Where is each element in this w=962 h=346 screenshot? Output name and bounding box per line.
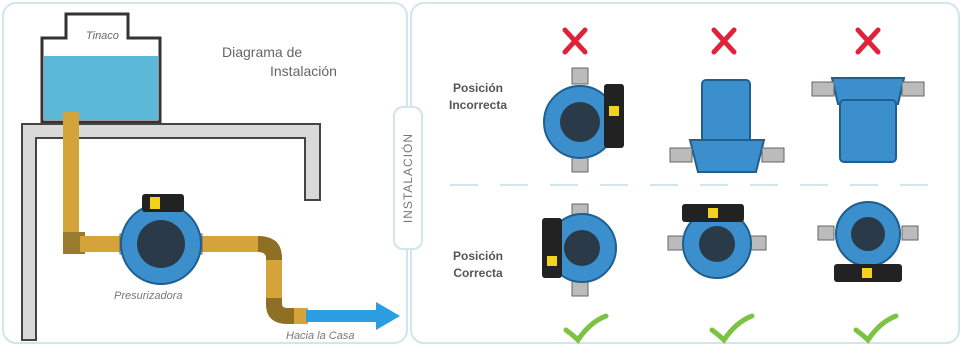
pump-illustration [119, 194, 203, 285]
water-level [44, 56, 158, 120]
correct-pump-2 [667, 204, 767, 279]
x-mark-icon [855, 27, 881, 55]
check-mark-icon [709, 313, 755, 344]
correct-pump-3 [817, 201, 919, 282]
house-direction-label: Hacia la Casa [286, 330, 355, 342]
tank-label: Tinaco [86, 30, 119, 42]
diagram-title-line1: Diagrama de [222, 44, 303, 60]
tank-stand [21, 123, 321, 341]
incorrect-pump-2 [669, 79, 785, 173]
incorrect-pump-3 [811, 77, 925, 163]
installation-tab: INSTALACIÓN [393, 106, 423, 250]
incorrect-pump-1 [543, 67, 624, 173]
diagram-title: Diagrama de Instalación [222, 43, 337, 81]
x-mark-icon [711, 27, 737, 55]
flow-arrow [306, 302, 400, 330]
water-tank [40, 12, 162, 124]
installation-tab-label: INSTALACIÓN [401, 132, 415, 224]
x-mark-icon [562, 27, 588, 55]
check-mark-icon [853, 313, 899, 344]
pipe-line [63, 112, 308, 324]
diagram-title-line2: Instalación [270, 63, 337, 79]
pump-label: Presurizadora [114, 290, 183, 302]
check-mark-icon [563, 313, 609, 344]
correct-pump-1 [542, 203, 617, 297]
